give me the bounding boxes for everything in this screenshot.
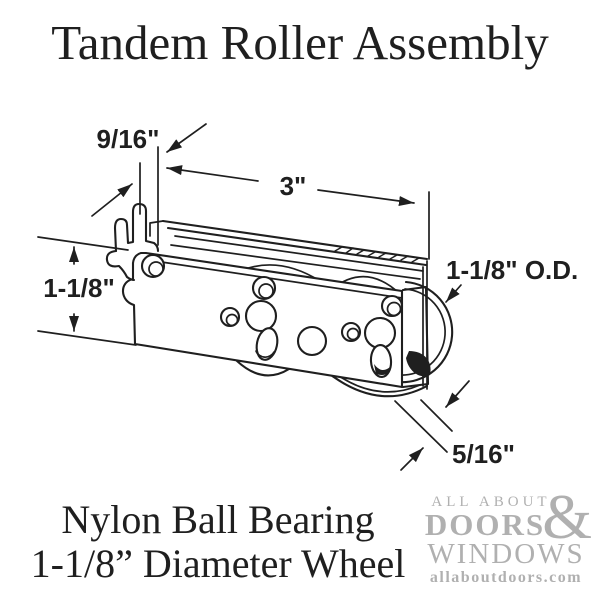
- small-hole: [340, 321, 362, 343]
- logo-ampersand: &: [542, 481, 592, 552]
- dimension-length: 3": [166, 165, 430, 260]
- adjustment-slot: [255, 327, 279, 361]
- caption-line-1: Nylon Ball Bearing: [61, 497, 375, 542]
- dimension-wheel-od: 1-1/8" O.D.: [445, 255, 578, 303]
- dimension-label-height: 1-1/8": [43, 273, 115, 303]
- dimension-label-wheel-od: 1-1/8" O.D.: [446, 255, 578, 285]
- screw-hole: [251, 275, 277, 301]
- dimension-tab-width: 5/16": [394, 380, 515, 471]
- logo-text-windows: WINDOWS: [427, 538, 585, 570]
- back-panel: [149, 219, 429, 390]
- adjustment-slot-circle: [244, 299, 278, 333]
- plate-holes: [140, 253, 404, 379]
- page-title: Tandem Roller Assembly: [51, 15, 549, 70]
- dimension-label-length: 3": [280, 171, 307, 201]
- adjustment-slot-circle: [363, 316, 397, 350]
- caption-line-2: 1-1/8” Diameter Wheel: [30, 541, 406, 586]
- channel-hatching: [334, 246, 420, 263]
- wheel-bracket-cap: [401, 285, 431, 389]
- logo-text-all-about: ALL ABOUT: [431, 494, 551, 510]
- screw-hole: [140, 253, 166, 279]
- wheel-shadow: [406, 351, 431, 377]
- logo-text-doors: DOORS: [424, 507, 546, 542]
- dimension-label-tab-offset: 9/16": [97, 124, 160, 154]
- logo-website: allaboutdoors.com: [429, 569, 583, 586]
- dimension-annotations: 9/16" 3" 1-1/8" 1-1/8" O.D.: [37, 123, 578, 471]
- center-hole: [296, 325, 328, 357]
- mounting-clip: [105, 202, 160, 282]
- roller-assembly-drawing: [105, 202, 454, 398]
- dimension-height: 1-1/8": [37, 236, 137, 346]
- dimension-label-tab-width: 5/16": [452, 439, 515, 469]
- product-caption: Nylon Ball Bearing 1-1/8” Diameter Wheel: [12, 498, 424, 586]
- bottom-roller-arcs: [235, 359, 429, 398]
- dimension-tab-offset: 9/16": [91, 123, 207, 246]
- brand-logo: ALL ABOUT DOORS & WINDOWS allaboutdoors.…: [420, 485, 592, 587]
